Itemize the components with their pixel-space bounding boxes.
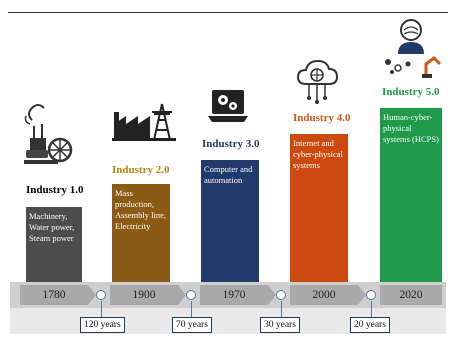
stage-4-bar: Internet and cyber-physical systems [290,134,348,282]
stage-5-text-line-1: Human-cyber- [383,112,433,122]
year-1970: 1970 [222,289,246,301]
gap-2-marker [186,290,196,300]
gap-3-connector [281,301,283,317]
stage-3-text-line-2: automation [204,175,243,185]
stage-2-bar: Mass production, Assembly line, Electric… [112,184,170,282]
stage-4-text-line-3: systems [293,160,320,170]
gap-3-marker [276,290,286,300]
stage-1-text-line-3: Steam power [29,233,74,243]
stage-1-text-line-1: Machinery, [29,211,68,221]
stage-4-text-line-1: Internet and [293,138,334,148]
year-arrow-1 [20,285,96,305]
stage-2-text-line-4: Electricity [115,221,151,231]
year-arrow-2 [110,285,186,305]
top-rule [8,12,448,13]
stage-3-text-line-1: Computer and [204,164,253,174]
gap-1-marker [96,290,106,300]
cloud-network-icon [296,59,338,104]
gap-4-label: 20 years [350,317,390,333]
year-arrow-4 [290,285,366,305]
stage-4-text-line-2: cyber-physical [293,149,343,159]
year-1780: 1780 [42,289,66,301]
gap-3-label: 30 years [260,317,300,333]
stage-5-bar: Human-cyber- physical systems (HCPS) [380,108,442,282]
gap-2-label: 70 years [172,317,212,333]
stage-3-title: Industry 3.0 [202,138,260,150]
year-2000: 2000 [312,289,336,301]
human-robot-icon [385,19,442,78]
year-1900: 1900 [132,289,156,301]
stage-5-text-line-2: physical [383,123,412,133]
timeline-arrows [20,285,442,305]
stage-1-text-line-2: Water power, [29,222,75,232]
stage-2-text-line-2: production, [115,199,154,209]
gap-2-connector [191,301,193,317]
stage-2-title: Industry 2.0 [112,164,170,176]
year-arrow-3 [200,285,276,305]
factory-power-tower-icon [112,103,176,141]
year-2020: 2020 [399,289,423,301]
stage-5-title: Industry 5.0 [382,86,440,98]
gap-1-connector [101,301,103,317]
stage-4-title: Industry 4.0 [293,112,351,124]
gap-4-connector [371,301,373,317]
gap-1-label: 120 years [80,317,125,333]
stage-2-text-line-3: Assembly line, [115,210,166,220]
stage-1-title: Industry 1.0 [26,184,84,196]
stage-5-text-line-3: systems (HCPS) [383,134,439,144]
laptop-gears-icon [208,90,248,122]
stage-2-text-line-1: Mass [115,188,133,198]
stage-3-bar: Computer and automation [201,160,259,282]
steam-engine-icon [24,104,73,164]
gap-4-marker [366,290,376,300]
stage-1-bar: Machinery, Water power, Steam power [26,207,82,282]
year-arrow-5 [380,285,442,305]
